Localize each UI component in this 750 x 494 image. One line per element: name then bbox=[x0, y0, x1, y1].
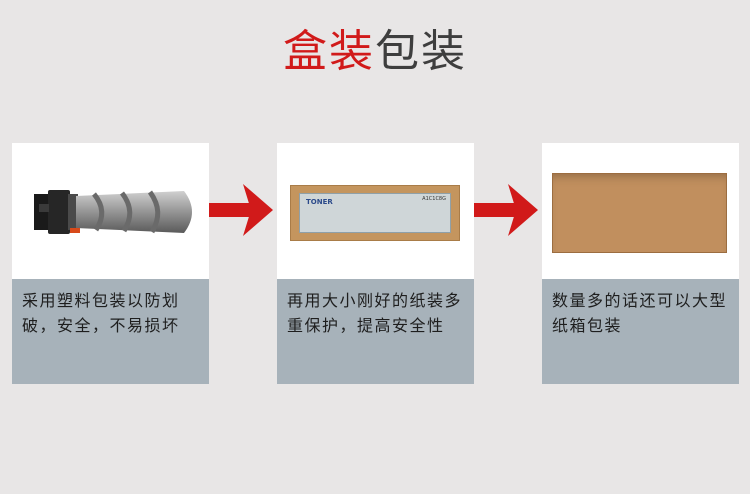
toner-box-photo: TONER A1C1C8G bbox=[277, 143, 474, 279]
toner-bottle-icon bbox=[34, 190, 192, 234]
page-title: 盒装包装 bbox=[0, 22, 750, 82]
toner-bottle-photo bbox=[12, 143, 209, 279]
box-label-band: TONER A1C1C8G bbox=[299, 193, 451, 233]
card-description: 再用大小刚好的纸装多重保护，提高安全性 bbox=[287, 291, 463, 335]
arrow-right-icon bbox=[209, 184, 273, 236]
box-code: A1C1C8G bbox=[422, 196, 446, 202]
toner-box-icon: TONER A1C1C8G bbox=[290, 185, 460, 241]
box-label: TONER bbox=[306, 198, 333, 206]
carton-photo bbox=[542, 143, 739, 279]
arrow-right-icon bbox=[474, 184, 538, 236]
card-description: 采用塑料包装以防划破，安全，不易损坏 bbox=[22, 291, 180, 335]
title-highlight: 盒装 bbox=[283, 26, 375, 77]
card-paper-box: TONER A1C1C8G 再用大小刚好的纸装多重保护，提高安全性 bbox=[277, 143, 474, 384]
card-plastic-wrap: 采用塑料包装以防划破，安全，不易损坏 bbox=[12, 143, 209, 384]
card-carton: 数量多的话还可以大型纸箱包装 bbox=[542, 143, 739, 384]
shipping-carton-icon bbox=[552, 173, 727, 253]
title-rest: 包装 bbox=[375, 26, 467, 77]
card-description: 数量多的话还可以大型纸箱包装 bbox=[552, 291, 728, 335]
